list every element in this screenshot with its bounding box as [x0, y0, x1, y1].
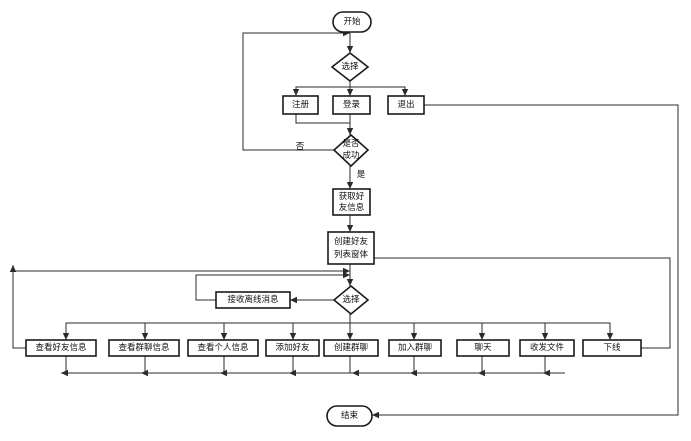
action-label-view-personal: 查看个人信息: [197, 342, 249, 353]
action-label-file-transfer: 收发文件: [530, 342, 565, 353]
create-window-node: 创建好友 列表窗体: [327, 231, 375, 265]
action-label-logoff: 下线: [603, 342, 621, 353]
no-branch-label: 否: [296, 142, 305, 152]
action-node-join-group: 加入群聊: [388, 339, 442, 357]
action-node-add-friend: 添加好友: [265, 339, 320, 357]
get-friends-node: 获取好 友信息: [332, 188, 371, 216]
logout-label: 退出: [397, 99, 414, 110]
action-label-chat: 聊天: [474, 342, 492, 353]
create-window-line1: 创建好友: [334, 236, 369, 247]
action-node-chat: 聊天: [456, 339, 510, 357]
action-node-logoff: 下线: [582, 339, 642, 357]
success-decision: 是否 成功: [332, 133, 370, 168]
yes-branch-label: 是: [357, 170, 366, 180]
action-node-file-transfer: 收发文件: [519, 339, 575, 357]
login-node: 登录: [332, 95, 371, 115]
receive-offline-node: 接收离线消息: [215, 291, 291, 309]
select-decision-1: 选择: [330, 51, 370, 83]
get-friends-line1: 获取好: [339, 191, 365, 202]
flow-connectors: [9, 29, 679, 419]
login-label: 登录: [343, 99, 361, 110]
select-decision-2: 选择: [332, 284, 370, 316]
action-label-view-group: 查看群聊信息: [118, 342, 170, 353]
select-label-2: 选择: [342, 294, 360, 305]
start-terminal: 开始: [332, 11, 372, 33]
start-label: 开始: [343, 16, 361, 27]
action-node-create-group: 创建群聊: [323, 339, 379, 357]
action-label-create-group: 创建群聊: [334, 342, 368, 353]
action-node-view-friend: 查看好友信息: [25, 339, 97, 357]
receive-offline-label: 接收离线消息: [227, 294, 279, 305]
end-terminal: 结束: [326, 405, 373, 427]
success-label-line1: 是否: [342, 139, 360, 149]
select-label-1: 选择: [341, 61, 359, 72]
create-window-line2: 列表窗体: [334, 249, 369, 260]
success-label-line2: 成功: [342, 150, 359, 161]
action-node-view-personal: 查看个人信息: [187, 339, 259, 357]
register-label: 注册: [292, 99, 310, 110]
register-node: 注册: [282, 95, 319, 115]
action-node-view-group: 查看群聊信息: [108, 339, 180, 357]
action-label-view-friend: 查看好友信息: [35, 342, 87, 353]
action-label-join-group: 加入群聊: [398, 342, 432, 353]
action-label-add-friend: 添加好友: [275, 342, 310, 353]
logout-node: 退出: [387, 95, 425, 115]
get-friends-line2: 友信息: [339, 202, 365, 213]
end-label: 结束: [341, 410, 359, 421]
